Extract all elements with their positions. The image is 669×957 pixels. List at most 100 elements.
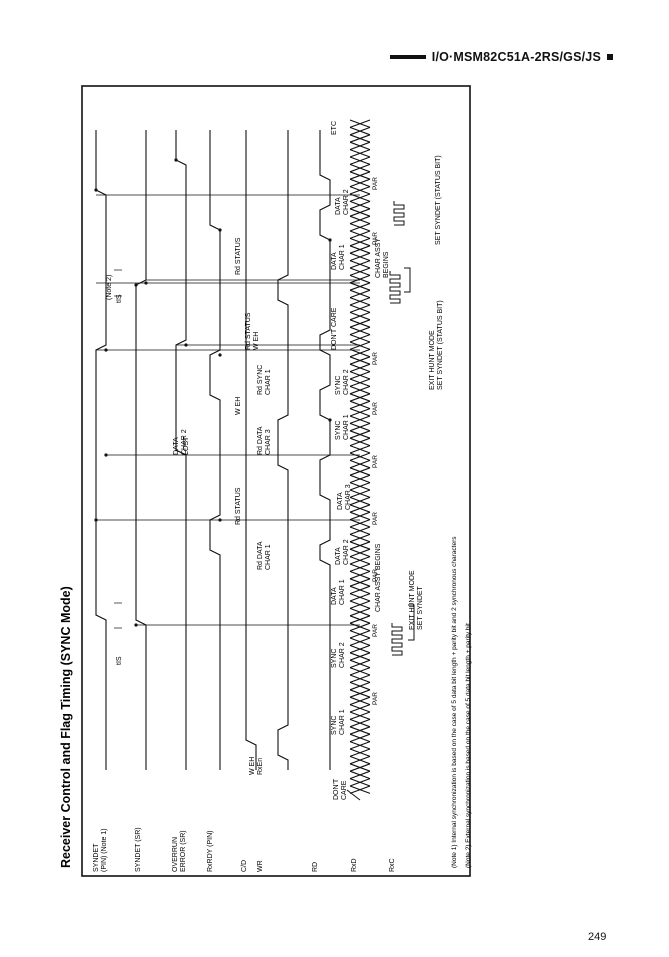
event-data-lost-sub: CHAR 2 — [181, 429, 188, 455]
event-rd-data3-sub: CHAR 3 — [265, 429, 272, 455]
rxd-bit-66 — [349, 607, 371, 617]
rxd-bit-8 — [349, 178, 371, 188]
rxd-bit-36 — [349, 385, 371, 395]
signal-label-0-sub: (PIN) (Note 1) — [101, 828, 108, 872]
rxd-bit-76 — [349, 681, 371, 691]
signal-label-0: SYNDET — [93, 843, 100, 872]
rxd-bit-3 — [349, 141, 371, 151]
rxd-bit-29 — [349, 334, 371, 343]
rxd-bit-14 — [349, 223, 371, 232]
rxd-bit-49 — [349, 482, 371, 491]
rxd-bit-70 — [349, 637, 371, 646]
rxd-label-data-c2b-sub: CHAR 2 — [343, 189, 350, 215]
tis-label-bottom: tIS — [116, 656, 123, 665]
signal-label-2: OVERRUN — [172, 837, 179, 872]
signal-label-4: C/D — [241, 860, 248, 872]
rxd-bit-33 — [349, 363, 371, 373]
waveform-syndet-sr — [135, 130, 147, 770]
rxd-bit-82 — [349, 726, 371, 735]
rxd-label-sync-c1-sub: CHAR 1 — [339, 709, 346, 735]
waveform-wr — [277, 130, 289, 770]
rxd-label-data-c3-sub: CHAR 3 — [345, 484, 352, 510]
event-data-lost: DATA — [173, 437, 180, 455]
rxd-bit-42 — [349, 430, 371, 439]
rxd-bit-84 — [349, 741, 371, 750]
rxd-bit-81 — [349, 718, 371, 728]
event-rd-status1: Rd STATUS — [235, 487, 242, 525]
rxd-bit-68 — [349, 622, 371, 632]
event-data-lost-3: LOST — [183, 436, 190, 455]
event-rd-data3: Rd DATA — [257, 426, 264, 455]
rxd-bit-7 — [349, 171, 371, 180]
bottom-exit-hunt2: EXIT HUNT MODE — [429, 330, 436, 390]
transition-dot-10 — [104, 453, 108, 457]
rxd-bit-83 — [349, 733, 371, 743]
rxd-bit-88 — [349, 770, 371, 780]
rxd-label-sync-c2b-sub: CHAR 2 — [343, 369, 350, 395]
rxd-bit-22 — [349, 282, 371, 291]
rxd-bit-69 — [349, 630, 371, 639]
par-label-7: PAR — [372, 232, 379, 245]
signal-label-1: SYNDET (SR) — [135, 827, 142, 872]
rxd-bit-54 — [349, 519, 371, 528]
note2-label: (Note 2) — [106, 275, 113, 300]
rxd-bit-67 — [349, 615, 371, 624]
waveform-rd — [319, 130, 331, 770]
rxd-bitstream — [346, 119, 371, 801]
rxd-bit-37 — [349, 393, 371, 402]
rxd-bit-80 — [349, 711, 371, 720]
rxd-label-data-c1b-sub: CHAR 1 — [339, 244, 346, 270]
rxd-label-sync-c2: SYNC — [331, 649, 338, 668]
par-label-3: PAR — [372, 512, 379, 525]
rxd-bit-85 — [349, 748, 371, 757]
rxd-bit-13 — [349, 215, 371, 225]
transition-dot-6 — [218, 518, 222, 522]
event-rd-status2-sub: W EH — [253, 332, 260, 350]
rxc-burst-3 — [393, 201, 405, 226]
bracket-1 — [408, 604, 415, 641]
signal-label-2-sub: ERROR (SR) — [180, 830, 187, 872]
rxd-lead — [346, 789, 361, 801]
rxd-bit-39 — [349, 408, 371, 417]
rxd-bit-46 — [349, 459, 371, 469]
bottom-char-assy2-sub: BEGINS — [383, 251, 390, 278]
rxd-bit-73 — [349, 659, 371, 669]
rxd-label-data-c1-sub: CHAR 1 — [339, 579, 346, 605]
rxd-bit-25 — [349, 304, 371, 313]
rxd-bit-51 — [349, 496, 371, 506]
rxd-bit-4 — [349, 149, 371, 158]
rxd-label-dont-care2: DON'T CARE — [331, 307, 338, 350]
waveform-cd — [245, 130, 257, 770]
rxd-label-data-c3: DATA — [337, 492, 344, 510]
rxd-label-sync-c2-sub: CHAR 2 — [339, 642, 346, 668]
sampling-lines — [94, 158, 360, 629]
header-square-icon — [607, 54, 613, 60]
note-1: (Note 1) Internal synchronization is bas… — [451, 536, 458, 868]
rxc-clock-bursts — [389, 201, 415, 656]
rxd-label-sync-c1b: SYNC — [335, 421, 342, 440]
rxd-label-sync-c2b: SYNC — [335, 376, 342, 395]
rxd-bit-79 — [349, 704, 371, 713]
rxd-label-data-c2: DATA — [335, 547, 342, 565]
page-number: 249 — [588, 931, 607, 943]
rxd-bit-23 — [349, 289, 371, 299]
rxd-bit-63 — [349, 585, 371, 595]
signal-label-6: RD — [312, 862, 319, 872]
rxd-label-data-c2-sub: CHAR 2 — [343, 539, 350, 565]
rxd-bit-40 — [349, 415, 371, 424]
waveforms — [95, 130, 331, 770]
rxd-bit-72 — [349, 652, 371, 661]
signal-label-7: RxD — [351, 858, 358, 872]
rxc-burst-1 — [391, 623, 403, 656]
transition-dot-5 — [218, 353, 222, 357]
event-rd-data1: Rd DATA — [257, 541, 264, 570]
rxd-bit-28 — [349, 326, 371, 336]
rxd-bit-62 — [349, 578, 371, 587]
rxd-bit-24 — [349, 297, 371, 306]
rxd-bit-55 — [349, 526, 371, 535]
rxd-bit-52 — [349, 504, 371, 513]
rxc-burst-2 — [389, 271, 401, 304]
